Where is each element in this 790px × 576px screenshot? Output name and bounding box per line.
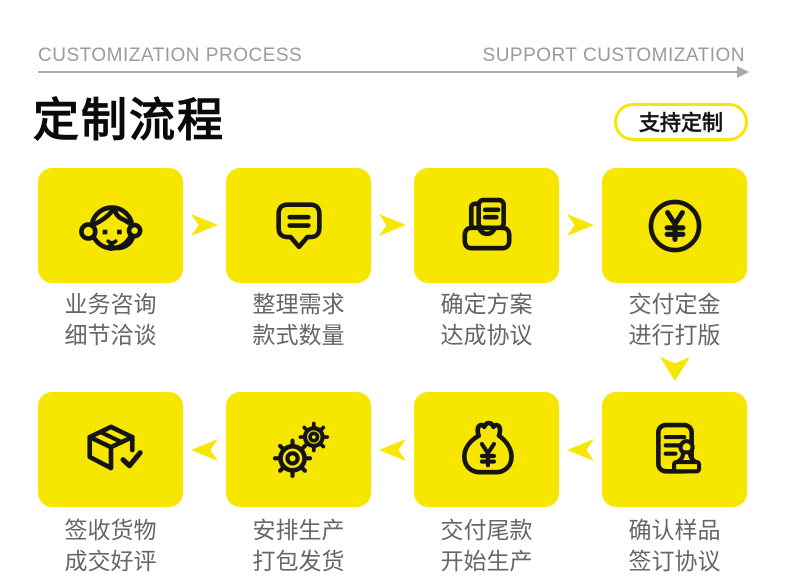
gears-icon [272, 421, 329, 478]
flow-arrow-right-icon [379, 214, 406, 236]
flow-arrow-right-icon [567, 214, 594, 236]
document-tray-icon [461, 197, 512, 251]
header-rule [38, 71, 739, 73]
flow-arrow-left-icon [191, 439, 218, 461]
flow-arrow-down-icon [660, 357, 690, 381]
step-label-6: 安排生产 打包发货 [252, 517, 345, 574]
package-check-icon [86, 424, 143, 470]
step-label-4: 交付定金 进行打版 [628, 291, 721, 348]
chat-bubble-icon [275, 201, 322, 249]
eyebrow-left: CUSTOMIZATION PROCESS [38, 45, 303, 66]
eyebrow-right: SUPPORT CUSTOMIZATION [482, 45, 745, 66]
step-label-5: 签收货物 成交好评 [64, 517, 157, 574]
step-box-3 [414, 168, 559, 283]
step-box-7 [414, 392, 559, 507]
step-box-4 [602, 168, 747, 283]
step-box-6 [226, 392, 371, 507]
step-label-8: 确认样品 签订协议 [628, 517, 721, 574]
customer-service-icon [78, 204, 142, 251]
flow-arrow-left-icon [379, 439, 406, 461]
step-label-2: 整理需求 款式数量 [252, 291, 345, 348]
step-box-8 [602, 392, 747, 507]
money-bag-icon [461, 420, 514, 475]
step-label-3: 确定方案 达成协议 [440, 291, 533, 348]
contract-stamp-icon [655, 422, 701, 474]
step-box-5 [38, 392, 183, 507]
step-box-1 [38, 168, 183, 283]
page-title: 定制流程 [33, 94, 225, 146]
support-customization-badge: 支持定制 [614, 103, 748, 141]
step-label-1: 业务咨询 细节洽谈 [64, 291, 157, 348]
step-box-2 [226, 168, 371, 283]
rule-arrowhead-icon [737, 66, 749, 78]
step-label-7: 交付尾款 开始生产 [440, 517, 533, 574]
flow-arrow-left-icon [567, 439, 594, 461]
yen-coin-icon [648, 199, 701, 252]
flow-arrow-right-icon [191, 214, 218, 236]
